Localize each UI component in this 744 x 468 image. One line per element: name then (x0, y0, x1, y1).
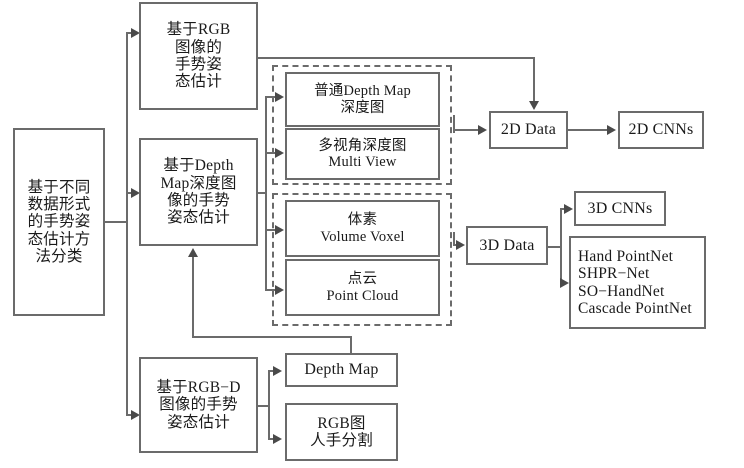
connector-root-to-depth (126, 192, 134, 194)
connector-2d-group-out-v (453, 115, 455, 133)
connector-to-volume-voxel (265, 229, 278, 231)
connector-depthmap-feedback-h (192, 336, 352, 338)
node-3d-data: 3D Data (466, 226, 548, 265)
node-multi-view-line-1: 多视角深度图 (318, 137, 407, 154)
node-rgbd-depth-map: Depth Map (285, 353, 398, 387)
node-3d-cnns-label: 3D CNNs (587, 199, 653, 217)
pointnet-list-item-2: SHPR−Net (578, 265, 650, 283)
arrow-3d-data-to-pointnet-list (560, 278, 569, 288)
node-rgb-hand-seg-line-2: 人手分割 (310, 432, 373, 449)
node-branch-rgb-line-4: 态估计 (174, 73, 223, 91)
node-branch-depth-line-4: 姿态估计 (167, 209, 230, 227)
connector-modality-spine (265, 96, 267, 290)
connector-root-to-rgbd (126, 414, 134, 416)
node-2d-data: 2D Data (489, 111, 568, 149)
connector-3d-data-out-stub (548, 246, 562, 248)
node-root-classification: 基于不同 数据形式 的手势姿 态估计方 法分类 (13, 128, 105, 316)
arrow-3d-data-to-3d-cnns (564, 204, 573, 214)
connector-root-stub (105, 221, 127, 223)
connector-depthmap-feedback-v1 (350, 336, 352, 355)
connector-2d-group-to-2d-data (453, 129, 481, 131)
node-rgb-hand-segmentation: RGB图 人手分割 (285, 403, 398, 461)
node-branch-rgb-line-3: 手势姿 (174, 56, 223, 73)
arrow-2d-data-to-2d-cnns (607, 125, 616, 135)
arrow-to-volume-voxel (275, 225, 284, 235)
connector-rgbd-to-depth-map (268, 370, 276, 372)
node-2d-cnns-label: 2D CNNs (628, 121, 694, 139)
node-point-cloud-line-2: Point Cloud (326, 287, 399, 304)
node-branch-rgbd-line-3: 姿态估计 (167, 413, 230, 431)
node-branch-rgb: 基于RGB 图像的 手势姿 态估计 (139, 2, 258, 110)
arrow-root-to-rgb (131, 28, 140, 38)
arrow-rgb-to-2d-data (529, 101, 539, 110)
node-2d-data-label: 2D Data (500, 121, 557, 139)
connector-depth-out-stub (258, 192, 266, 194)
node-root-line-4: 态估计方 (27, 230, 91, 248)
node-branch-rgbd-line-1: 基于RGB−D (156, 378, 241, 396)
node-root-line-5: 法分类 (35, 248, 83, 266)
node-branch-rgbd: 基于RGB−D 图像的手势 姿态估计 (139, 357, 258, 453)
node-rgb-hand-seg-line-1: RGB图 (317, 414, 366, 432)
node-multi-view: 多视角深度图 Multi View (285, 128, 440, 180)
node-volume-voxel-line-2: Volume Voxel (320, 228, 405, 245)
connector-3d-data-split-v (560, 208, 562, 283)
connector-root-to-rgb (126, 32, 134, 34)
connector-3d-group-out-v (453, 232, 455, 246)
pointnet-list-item-3: SO−HandNet (578, 282, 665, 300)
node-branch-rgb-line-1: 基于RGB (166, 21, 231, 39)
arrow-3d-group-to-3d-data (456, 240, 465, 250)
connector-rgb-to-2d-data-h (258, 57, 535, 59)
node-branch-depth-line-2: Map深度图 (160, 174, 237, 192)
connector-rgbd-to-rgb-segmentation (268, 438, 276, 440)
arrow-to-multi-view (275, 148, 284, 158)
node-point-cloud: 点云 Point Cloud (285, 259, 440, 316)
arrow-root-to-depth (131, 188, 140, 198)
node-plain-depth-map: 普通Depth Map 深度图 (285, 72, 440, 127)
node-root-line-3: 的手势姿 (27, 213, 91, 231)
arrow-rgbd-to-depth-map (273, 366, 282, 376)
arrow-depthmap-feedback (188, 248, 198, 257)
node-multi-view-line-2: Multi View (328, 154, 397, 170)
connector-rgb-to-2d-data-v (533, 57, 535, 103)
arrow-rgbd-to-rgb-segmentation (273, 434, 282, 444)
node-branch-depth-line-3: 像的手势 (167, 192, 230, 209)
node-branch-depth-map: 基于Depth Map深度图 像的手势 姿态估计 (139, 138, 258, 246)
connector-rgbd-out-stub (258, 405, 270, 407)
pointnet-list-item-1: Hand PointNet (578, 247, 674, 265)
arrow-root-to-rgbd (131, 410, 140, 420)
arrow-to-point-cloud (275, 285, 284, 295)
dashed-group-2d-modalities (272, 65, 452, 185)
node-3d-cnns: 3D CNNs (574, 191, 666, 226)
connector-to-multi-view (265, 152, 278, 154)
connector-2d-data-to-2d-cnns (568, 129, 611, 131)
connector-root-spine (126, 32, 128, 415)
node-root-line-2: 数据形式 (27, 195, 91, 213)
arrow-to-plain-depth-map (275, 92, 284, 102)
connector-rgbd-split-v (268, 370, 270, 440)
node-rgbd-depth-map-label: Depth Map (304, 361, 379, 379)
node-plain-depth-map-line-2: 深度图 (340, 99, 385, 116)
connector-to-point-cloud (265, 289, 278, 291)
node-plain-depth-map-line-1: 普通Depth Map (314, 83, 411, 100)
node-2d-cnns: 2D CNNs (618, 111, 704, 149)
node-point-cloud-line-1: 点云 (347, 271, 378, 288)
node-pointnet-methods-list: Hand PointNet SHPR−Net SO−HandNet Cascad… (569, 236, 706, 329)
connector-to-plain-depth-map (265, 96, 278, 98)
node-volume-voxel-line-1: 体素 (347, 212, 378, 229)
node-root-line-1: 基于不同 (27, 178, 91, 196)
pointnet-list-item-4: Cascade PointNet (578, 299, 692, 317)
node-volume-voxel: 体素 Volume Voxel (285, 200, 440, 257)
node-3d-data-label: 3D Data (479, 236, 535, 254)
dashed-group-3d-modalities (272, 193, 452, 326)
node-branch-rgb-line-2: 图像的 (174, 38, 223, 56)
node-branch-rgbd-line-2: 图像的手势 (159, 396, 238, 414)
node-branch-depth-line-1: 基于Depth (163, 157, 234, 175)
connector-depthmap-feedback-v2 (192, 256, 194, 338)
arrow-2d-group-to-2d-data (478, 125, 487, 135)
